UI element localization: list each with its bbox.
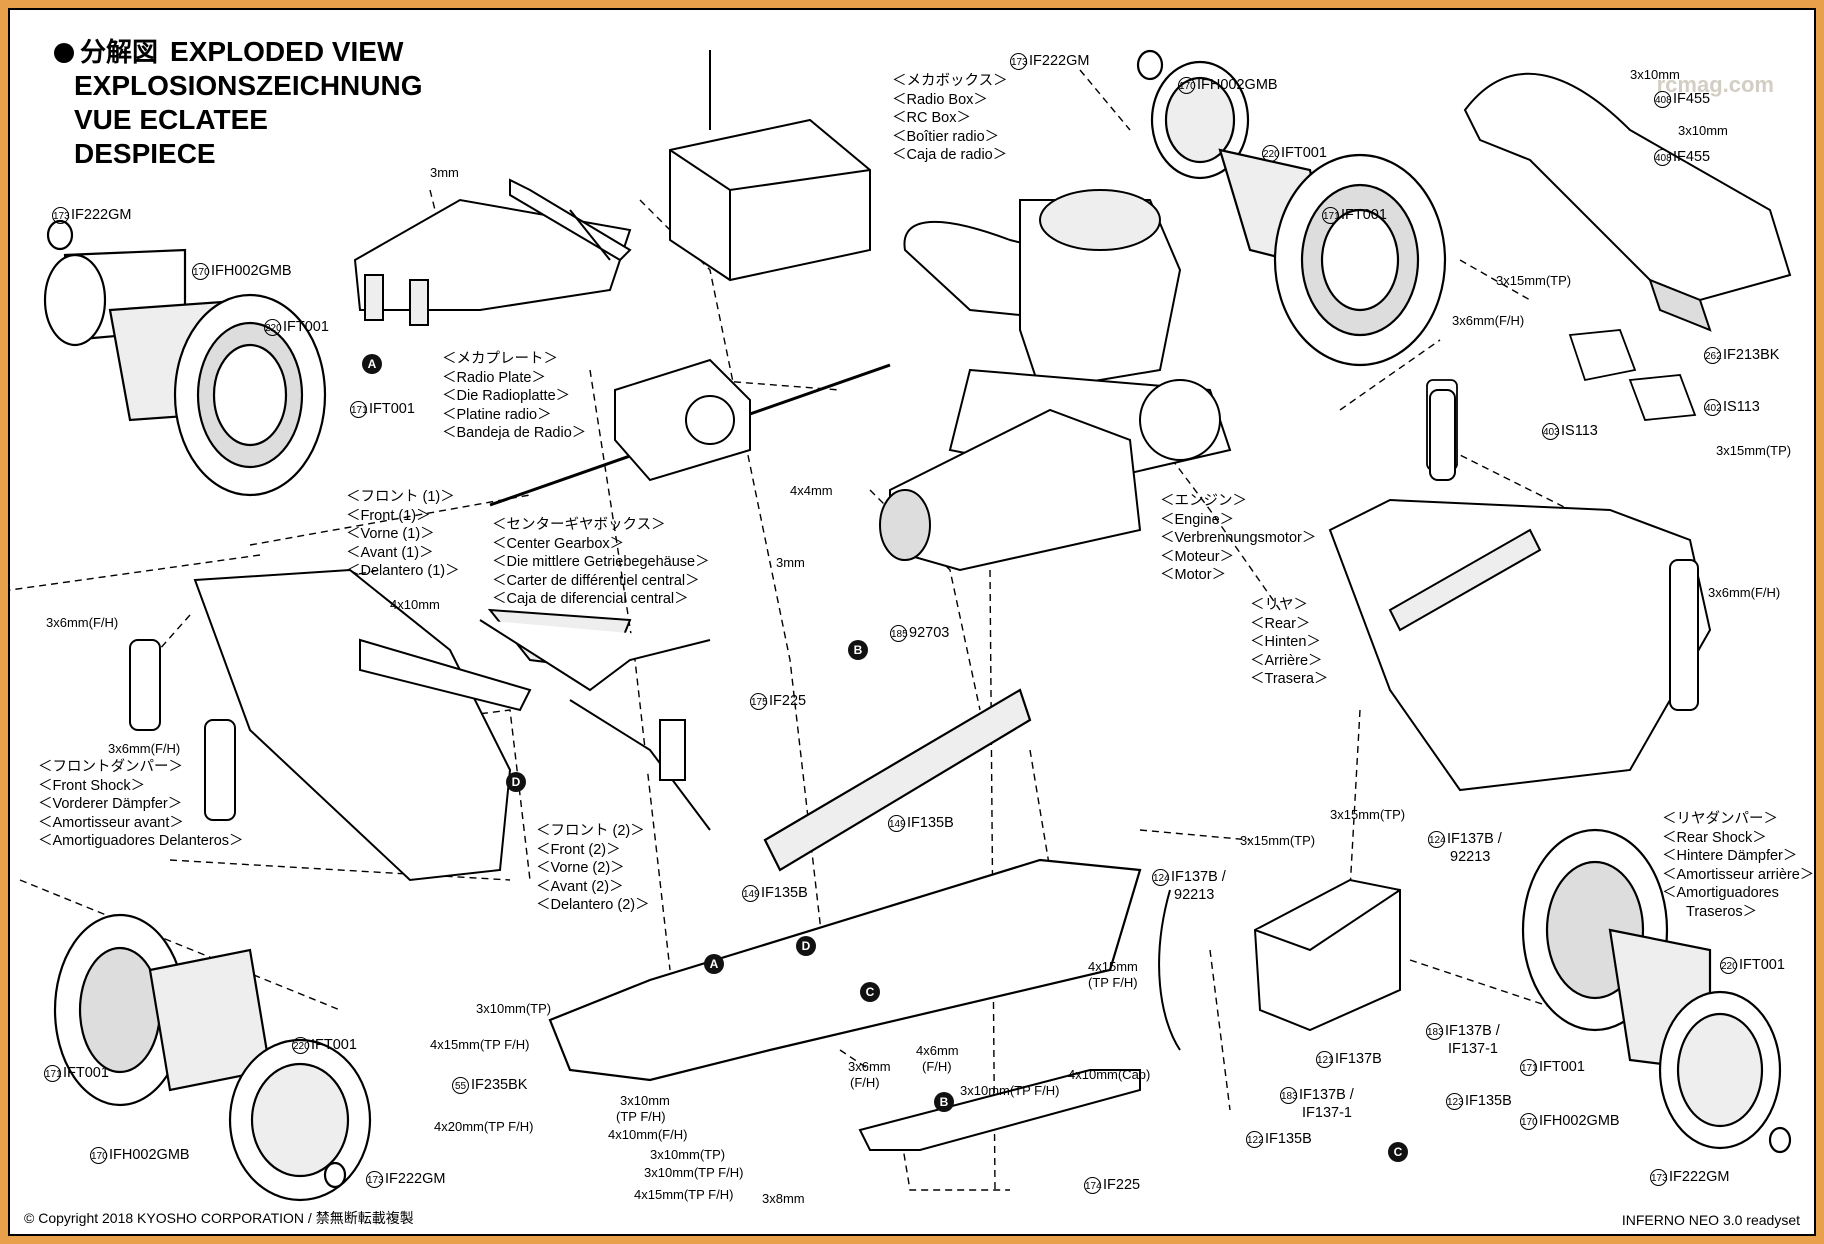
group-center-gearbox: ＜センターギヤボックス＞＜Center Gearbox＞＜Die mittler… [492, 517, 710, 608]
screw-label: 3x6mm(F/H) [46, 615, 119, 630]
screw-label: 4x6mm [916, 1043, 959, 1058]
diagram-sheet: 分解図 EXPLODED VIEW EXPLOSIONSZEICHNUNG VUE… [8, 8, 1816, 1236]
part-label: 18592703 [890, 624, 950, 642]
model-name-footer: INFERNO NEO 3.0 readyset [1621, 1212, 1800, 1228]
part-label: 149IF135B [742, 884, 808, 902]
part-label: 171IFT001 [1520, 1058, 1585, 1076]
screw-label: 3x6mm(F/H) [108, 741, 181, 756]
part-label: 122IF135B [1246, 1130, 1312, 1148]
screw-label: (TP F/H) [616, 1109, 666, 1124]
part-label: 173IF222GM [1010, 52, 1090, 70]
ref-bubble-b: B [848, 640, 868, 660]
screw-label: 3x10mm [620, 1093, 670, 1108]
screw-label: 3x15mm(TP) [1716, 443, 1792, 458]
screw-label: 3x10mm [1630, 67, 1680, 82]
screw-label: 3x10mm(TP) [650, 1147, 726, 1162]
screw-label: 4x10mm(Cap) [1068, 1067, 1151, 1082]
group-rear-shock: ＜リヤダンパー＞＜Rear Shock＞＜Hintere Dämpfer＞＜Am… [1662, 811, 1815, 920]
ref-bubble-d: D [506, 772, 526, 792]
screw-label: 3x15mm(TP) [1496, 273, 1572, 288]
ref-bubble-c: C [1388, 1142, 1408, 1162]
part-label: 170IFH002GMB [90, 1146, 190, 1164]
screw-label: 3x10mm [1678, 123, 1728, 138]
screw-label: 3x15mm(TP) [1330, 807, 1406, 822]
title-en: EXPLODED VIEW [170, 36, 404, 67]
group-front-2: ＜フロント (2)＞＜Front (2)＞＜Vorne (2)＞＜Avant (… [536, 823, 650, 914]
ref-bubble-b: B [934, 1092, 954, 1112]
part-label: 408IF455 [1654, 148, 1711, 166]
screw-label: 4x15mm(TP F/H) [430, 1037, 530, 1052]
part-label: 121IF137B [1316, 1050, 1382, 1068]
part-label: 220IFT001 [264, 318, 329, 336]
screw-label: 4x10mm [390, 597, 440, 612]
group-front-1: ＜フロント (1)＞＜Front (1)＞＜Vorne (1)＞＜Avant (… [346, 489, 460, 580]
screw-label: 4x15mm [1088, 959, 1138, 974]
copyright-footer: © Copyright 2018 KYOSHO CORPORATION / 禁無… [24, 1210, 414, 1226]
part-label: 171IFT001 [44, 1064, 109, 1082]
part-label: 171IFT001 [1322, 206, 1387, 224]
screw-label: 3x6mm(F/H) [1708, 585, 1781, 600]
part-label: 174IF225 [1084, 1176, 1141, 1194]
screw-label: 3x6mm(F/H) [1452, 313, 1525, 328]
part-label: 183IF137B /IF137-1 [1280, 1086, 1354, 1121]
part-label: 171IFT001 [350, 400, 415, 418]
ref-bubble-d: D [796, 936, 816, 956]
title-es: DESPIECE [74, 138, 216, 169]
group-front-shock: ＜フロントダンパー＞＜Front Shock＞＜Vorderer Dämpfer… [38, 759, 244, 850]
group-rear: ＜リヤ＞＜Rear＞＜Hinten＞＜Arrière＞＜Trasera＞ [1250, 597, 1329, 688]
screw-label: 3x10mm(TP F/H) [960, 1083, 1060, 1098]
part-label: 403IS113 [1542, 422, 1598, 440]
part-label: 220IFT001 [1720, 956, 1785, 974]
screw-label: 3mm [430, 165, 459, 180]
title-fr: VUE ECLATEE [74, 104, 268, 135]
screw-label: 3x8mm [762, 1191, 805, 1206]
part-label: 124IF137B /92213 [1428, 830, 1502, 865]
screw-label: 3x15mm(TP) [1240, 833, 1316, 848]
screw-label: 3x6mm [848, 1059, 891, 1074]
part-label: 123IF135B [1446, 1092, 1512, 1110]
part-label: 173IF222GM [52, 206, 132, 224]
screw-label: 4x10mm(F/H) [608, 1127, 688, 1142]
part-label: 175IF225 [750, 692, 807, 710]
screw-label: (F/H) [850, 1075, 880, 1090]
part-label: 170IFH002GMB [192, 262, 292, 280]
part-label: 408IF455 [1654, 90, 1711, 108]
ref-bubble-a: A [704, 954, 724, 974]
title-de: EXPLOSIONSZEICHNUNG [74, 70, 423, 101]
screw-label: 3x10mm(TP F/H) [644, 1165, 744, 1180]
screw-label: 4x15mm(TP F/H) [634, 1187, 734, 1202]
group-radio-plate: ＜メカプレート＞＜Radio Plate＞＜Die Radioplatte＞＜P… [442, 351, 587, 442]
screw-label: 4x20mm(TP F/H) [434, 1119, 534, 1134]
screw-label: 4x4mm [790, 483, 833, 498]
part-label: 402IS113 [1704, 398, 1760, 416]
watermark: rcmag.com [1656, 72, 1774, 97]
part-label: 173IF222GM [366, 1170, 446, 1188]
screw-label: (F/H) [922, 1059, 952, 1074]
part-label: 183IF137B /IF137-1 [1426, 1022, 1500, 1057]
group-engine: ＜エンジン＞＜Engine＞＜Verbrennungsmotor＞＜Moteur… [1160, 493, 1317, 584]
ref-bubble-c: C [860, 982, 880, 1002]
part-label: 173IF222GM [1650, 1168, 1730, 1186]
screw-label: 3mm [776, 555, 805, 570]
exploded-view-artwork [10, 49, 1792, 1202]
part-label: 124IF137B /92213 [1152, 868, 1226, 903]
bullet-icon [54, 43, 74, 63]
part-label: 170IFH002GMB [1178, 76, 1278, 94]
title-line-1: 分解図 EXPLODED VIEW [54, 36, 403, 68]
part-label: 220IFT001 [292, 1036, 357, 1054]
part-label: 170IFH002GMB [1520, 1112, 1620, 1130]
screw-label: (TP F/H) [1088, 975, 1138, 990]
ref-bubble-a: A [362, 354, 382, 374]
title-ja: 分解図 [80, 37, 159, 67]
part-label: 220IFT001 [1262, 144, 1327, 162]
part-label: 149IF135B [888, 814, 954, 832]
part-label: 262IF213BK [1704, 346, 1780, 364]
screw-label: 3x10mm(TP) [476, 1001, 552, 1016]
group-radio-box: ＜メカボックス＞＜Radio Box＞＜RC Box＞＜Boîtier radi… [892, 73, 1008, 164]
